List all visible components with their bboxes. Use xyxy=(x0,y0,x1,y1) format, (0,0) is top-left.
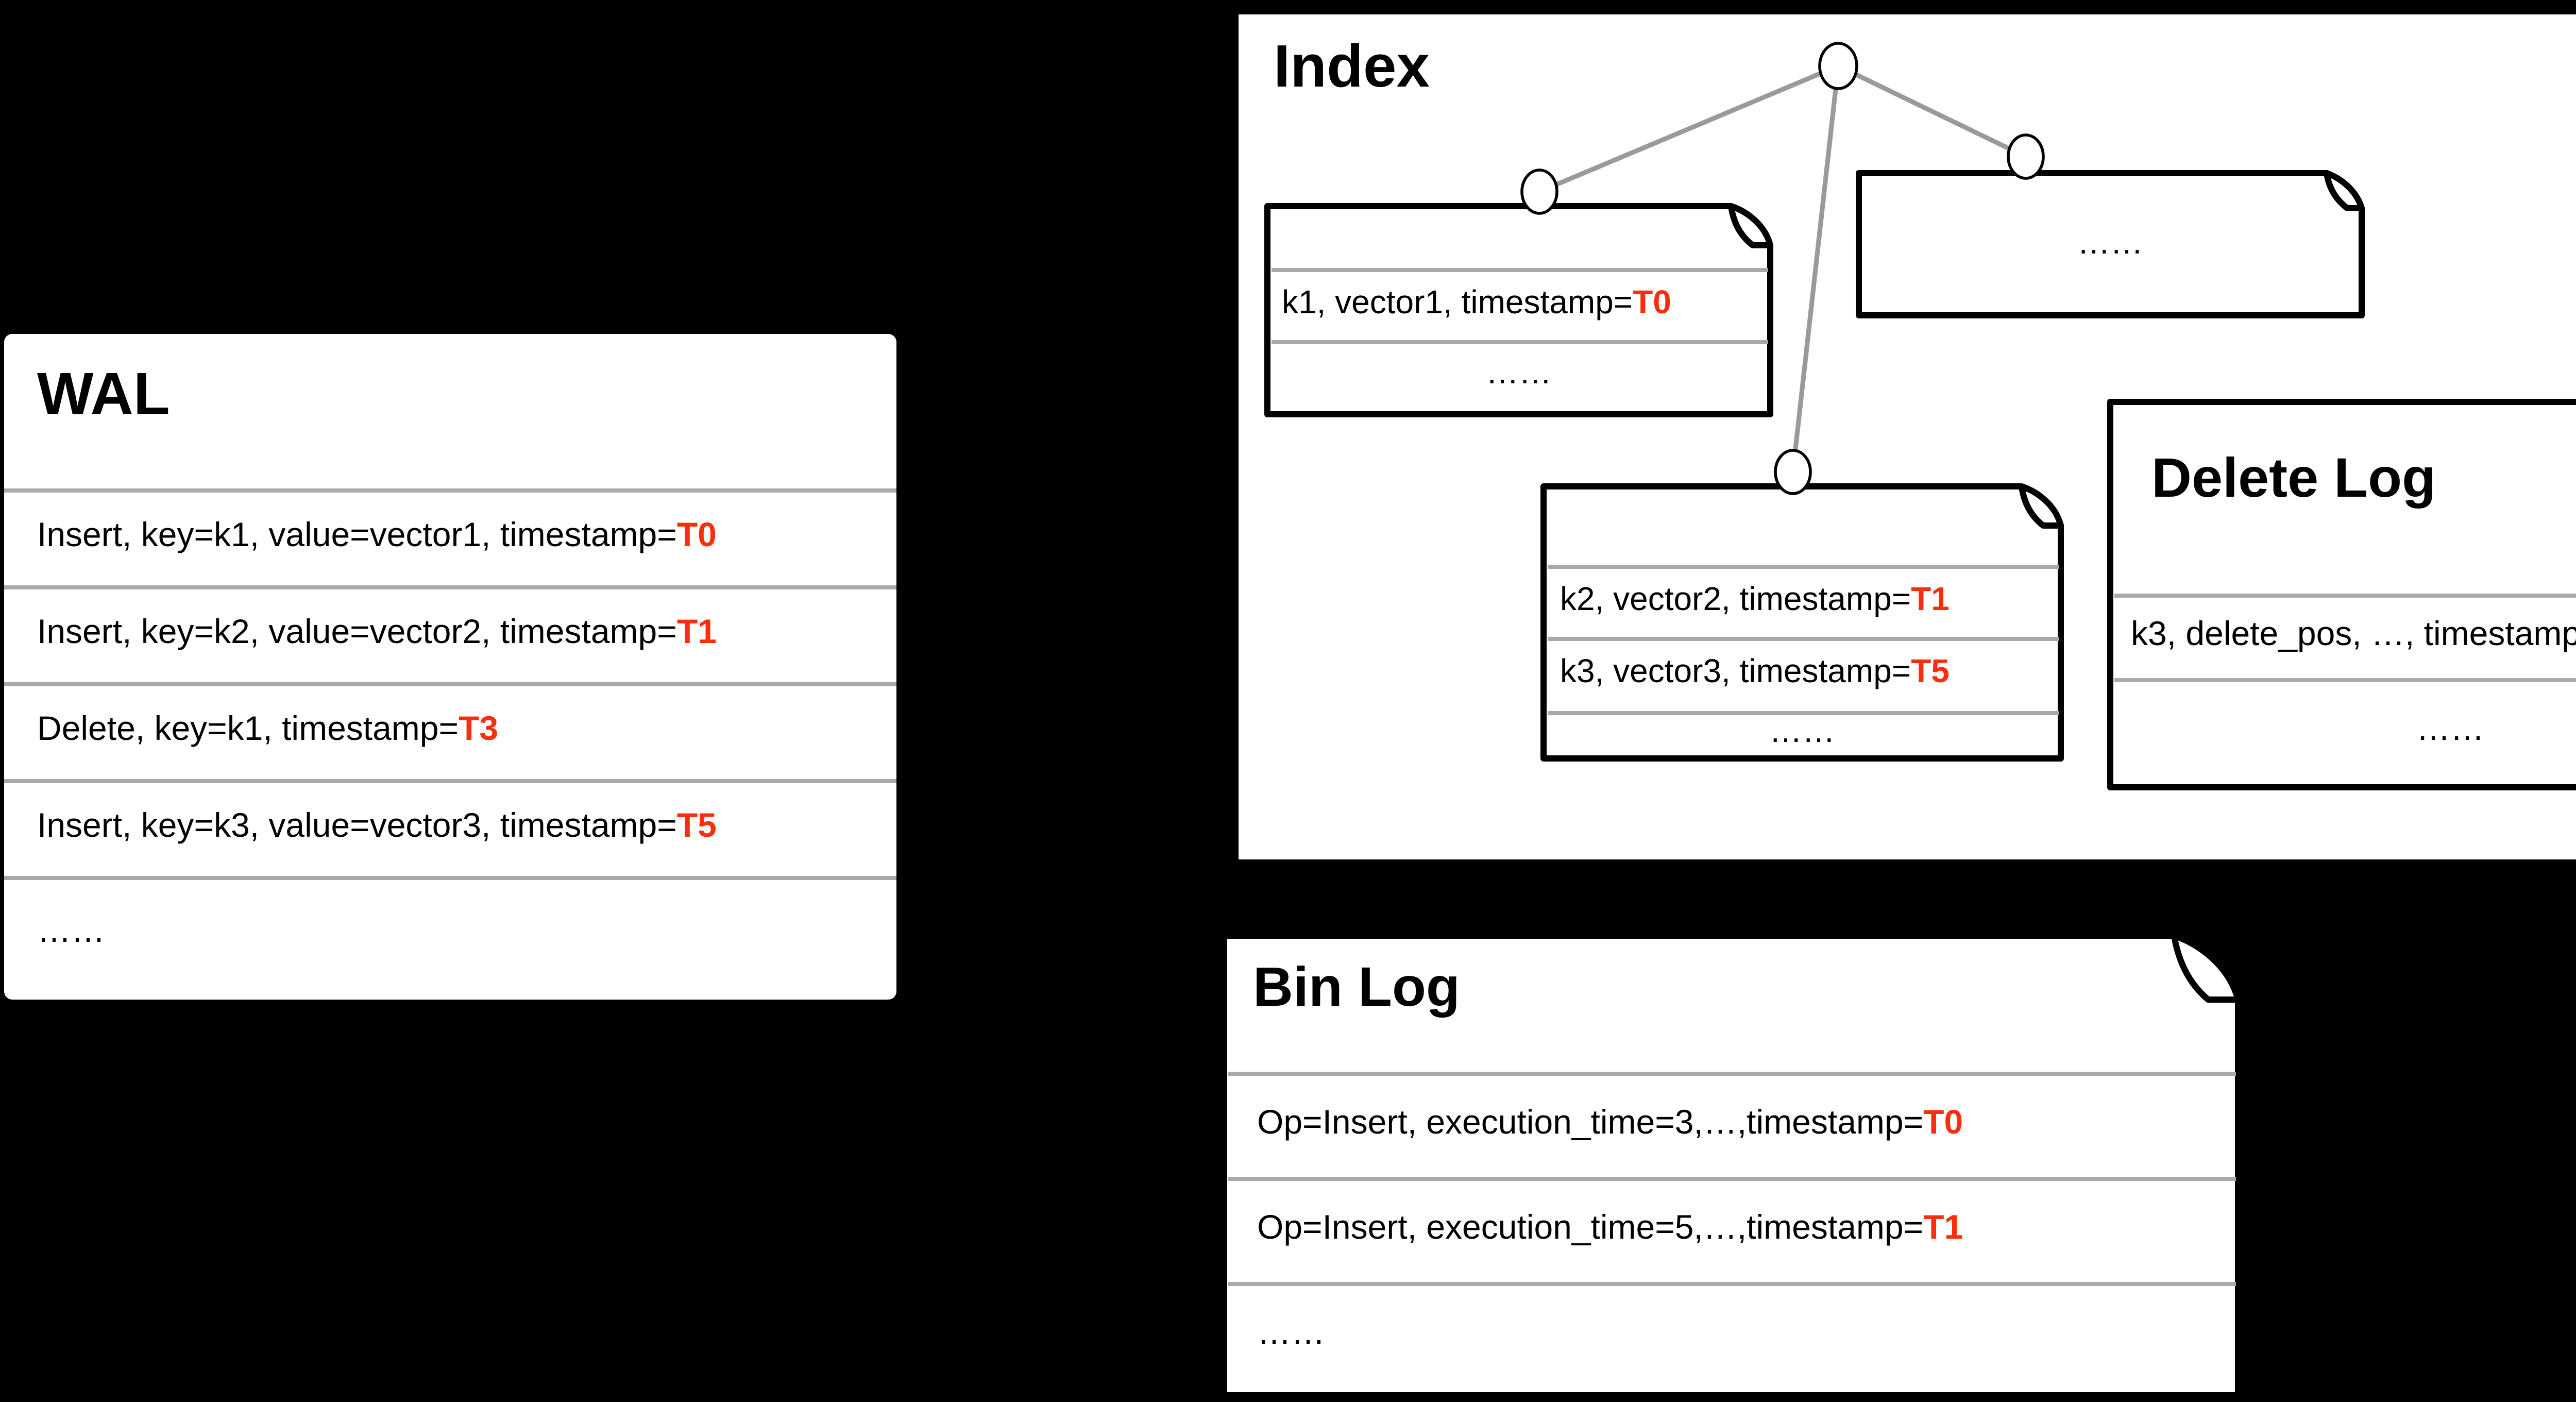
delete-log-doc: Delete Log k3, delete_pos, …, timestamp=… xyxy=(2107,399,2576,790)
doc-fold-corner xyxy=(2324,170,2365,211)
row-divider xyxy=(4,876,896,881)
index-title: Index xyxy=(1274,35,1430,101)
index-doc-row: k3, vector3, timestamp=T5 xyxy=(1544,637,2061,711)
folded-doc-shape xyxy=(1221,933,2241,1398)
wal-row-text: Delete, key=k1, timestamp= xyxy=(37,712,459,749)
bin-log-row-text: Op=Insert, execution_time=3,…,timestamp= xyxy=(1257,1105,1924,1142)
wal-row-text: Insert, key=k2, value=vector2, timestamp… xyxy=(37,615,677,652)
index-leaf-doc-more: …… xyxy=(1856,170,2365,318)
row-divider xyxy=(1547,711,2058,716)
doc-fold-corner xyxy=(2019,483,2064,529)
timestamp-value: T5 xyxy=(676,808,717,846)
wal-row-text: Insert, key=k1, value=vector1, timestamp… xyxy=(37,518,677,555)
index-doc-row: k2, vector2, timestamp=T1 xyxy=(1544,565,2061,637)
tree-edge-left xyxy=(1538,63,1839,194)
row-divider xyxy=(1547,637,2058,642)
delete-log-title: Delete Log xyxy=(2151,447,2436,509)
ellipsis-text: …… xyxy=(1769,715,1835,750)
index-row-text: k3, vector3, timestamp= xyxy=(1560,655,1911,690)
ellipsis-text: …… xyxy=(1486,357,1552,392)
timestamp-value: T1 xyxy=(1923,1210,1963,1247)
row-divider xyxy=(1270,340,1767,345)
row-divider xyxy=(4,682,896,687)
row-divider xyxy=(2113,594,2576,599)
timestamp-value: T0 xyxy=(1923,1105,1963,1142)
timestamp-value: T3 xyxy=(459,712,499,749)
doc-fold-corner xyxy=(1728,203,1773,248)
timestamp-value: T1 xyxy=(1911,582,1950,617)
wal-row: Delete, key=k1, timestamp=T3 xyxy=(4,686,896,775)
bin-log-row-text: Op=Insert, execution_time=5,…,timestamp= xyxy=(1257,1210,1924,1247)
ellipsis-text: …… xyxy=(1257,1314,1325,1352)
timestamp-value: T0 xyxy=(1633,285,1671,320)
row-divider xyxy=(1547,565,2058,570)
timestamp-value: T1 xyxy=(676,615,717,652)
bin-log-row: Op=Insert, execution_time=3,…,timestamp=… xyxy=(1224,1072,2238,1177)
index-leaf-doc-k2k3: k2, vector2, timestamp=T1 k3, vector3, t… xyxy=(1540,483,2064,762)
index-doc-ellipsis-row: …… xyxy=(1544,711,2061,756)
row-divider xyxy=(2113,678,2576,683)
row-divider xyxy=(1227,1282,2235,1287)
row-divider xyxy=(1270,268,1767,273)
folded-doc-shape xyxy=(1264,203,1773,417)
delete-log-ellipsis-row: …… xyxy=(2110,678,2576,781)
folded-doc-shape xyxy=(1540,483,2064,762)
delete-log-row: k3, delete_pos, …, timestamp=T3 xyxy=(2110,594,2576,678)
row-divider xyxy=(4,585,896,590)
row-divider xyxy=(4,488,896,494)
index-leaf-doc-k1: k1, vector1, timestamp=T0 …… xyxy=(1264,203,1773,417)
wal-row-ellipsis: …… xyxy=(4,880,896,983)
index-row-text: k1, vector1, timestamp= xyxy=(1282,285,1633,320)
bin-log-row: Op=Insert, execution_time=5,…,timestamp=… xyxy=(1224,1177,2238,1282)
bin-log-ellipsis-row: …… xyxy=(1224,1282,2238,1385)
bin-log-doc: Bin Log Op=Insert, execution_time=3,…,ti… xyxy=(1221,933,2241,1398)
doc-fold-corner xyxy=(2171,933,2241,1003)
timestamp-value: T0 xyxy=(676,518,717,555)
folded-doc-shape xyxy=(1856,170,2365,318)
row-divider xyxy=(4,779,896,784)
tree-edge-middle xyxy=(1790,65,1841,472)
ellipsis-text: …… xyxy=(2077,226,2143,261)
index-row-text: k2, vector2, timestamp= xyxy=(1560,582,1911,617)
wal-title: WAL xyxy=(37,363,170,429)
ellipsis-text: …… xyxy=(37,913,105,950)
index-panel: Index k1, vector1, timestamp=T0 …… xyxy=(1239,14,2576,859)
wal-row: Insert, key=k2, value=vector2, timestamp… xyxy=(4,589,896,678)
timestamp-value: T5 xyxy=(1911,655,1950,690)
index-doc-row: k1, vector1, timestamp=T0 xyxy=(1267,268,1770,340)
delete-log-row-text: k3, delete_pos, …, timestamp= xyxy=(2131,617,2576,654)
wal-box: WAL Insert, key=k1, value=vector1, times… xyxy=(4,334,896,1000)
wal-row-text: Insert, key=k3, value=vector3, timestamp… xyxy=(37,808,677,846)
index-doc-ellipsis-row: …… xyxy=(1859,173,2362,315)
wal-row: Insert, key=k1, value=vector1, timestamp… xyxy=(4,493,896,581)
row-divider xyxy=(1227,1072,2235,1077)
tree-edge-right xyxy=(1837,63,2027,159)
index-doc-ellipsis-row: …… xyxy=(1267,340,1770,410)
index-tree-edges xyxy=(1538,63,2027,472)
bin-log-title: Bin Log xyxy=(1253,956,1460,1018)
wal-row: Insert, key=k3, value=vector3, timestamp… xyxy=(4,783,896,872)
row-divider xyxy=(1227,1177,2235,1182)
ellipsis-text: …… xyxy=(2416,711,2484,748)
